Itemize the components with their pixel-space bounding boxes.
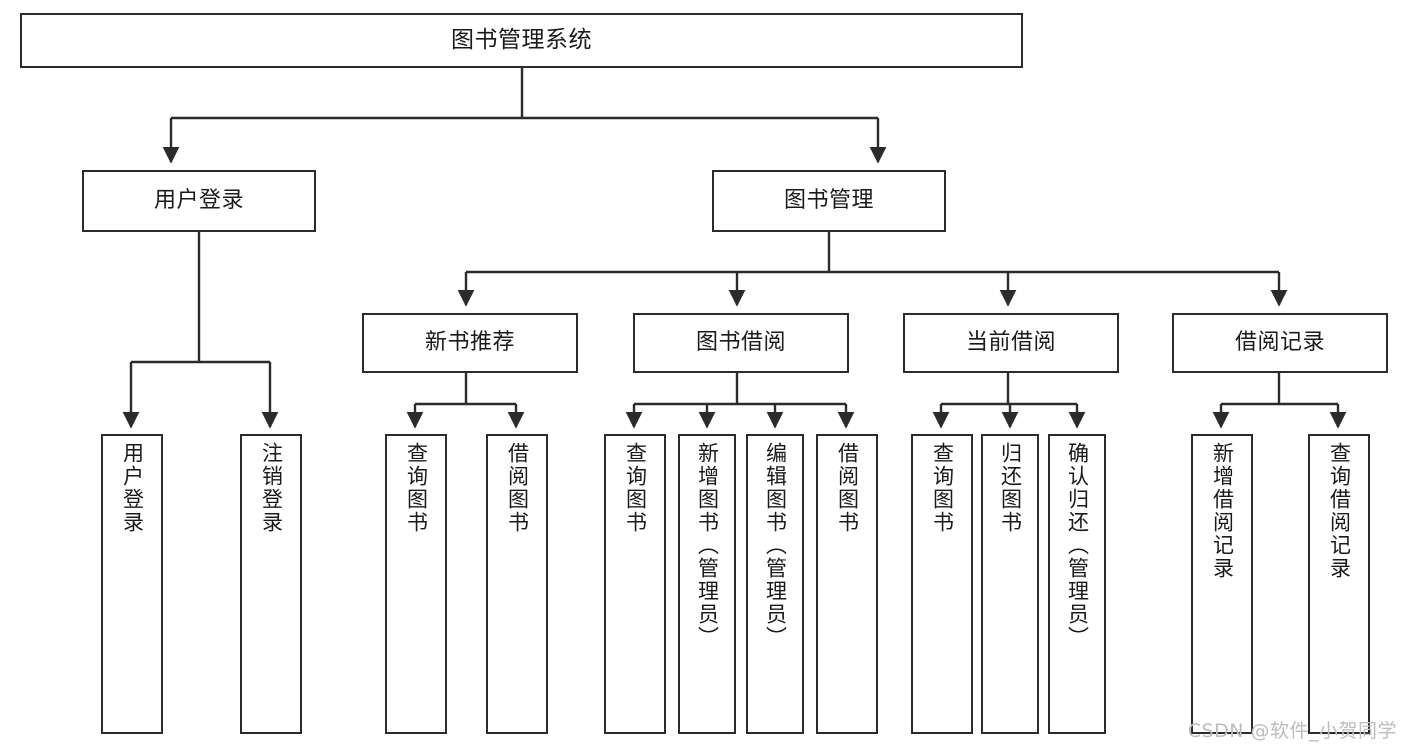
leaf-query-book-3[interactable]: 查询图书 [911,434,973,734]
node-label: 查询借阅记录 [1327,442,1352,580]
leaf-user-login[interactable]: 用户登录 [101,434,163,734]
leaf-query-book-2[interactable]: 查询图书 [604,434,666,734]
node-label: 图书管理系统 [451,26,592,53]
node-new-book-recommend[interactable]: 新书推荐 [362,313,578,373]
leaf-borrow-book-1[interactable]: 借阅图书 [486,434,548,734]
node-label: 用户登录 [120,442,145,534]
node-borrow-record[interactable]: 借阅记录 [1172,313,1388,373]
node-label: 归还图书 [998,442,1023,534]
node-current-borrow[interactable]: 当前借阅 [903,313,1119,373]
node-label: 借阅图书 [835,442,860,534]
node-label: 查询图书 [930,442,955,534]
leaf-logout-login[interactable]: 注销登录 [240,434,302,734]
node-root-book-management-system[interactable]: 图书管理系统 [20,13,1023,68]
node-user-login[interactable]: 用户登录 [82,170,316,232]
leaf-confirm-return[interactable]: 确认归还（管理员） [1048,434,1106,734]
node-label: 当前借阅 [965,329,1056,355]
node-label: 图书借阅 [695,329,786,355]
node-label: 新增图书（管理员） [695,442,720,649]
node-label: 新书推荐 [424,329,515,355]
node-label: 查询图书 [404,442,429,534]
node-label: 注销登录 [259,442,284,534]
watermark-text: CSDN @软件_小贺同学 [1187,720,1397,742]
node-label: 用户登录 [153,187,244,213]
node-book-manage[interactable]: 图书管理 [712,170,946,232]
node-label: 借阅图书 [505,442,530,534]
node-label: 图书管理 [783,187,874,213]
leaf-add-book[interactable]: 新增图书（管理员） [678,434,736,734]
node-label: 新增借阅记录 [1210,442,1235,580]
leaf-add-record[interactable]: 新增借阅记录 [1191,434,1253,734]
node-label: 编辑图书（管理员） [763,442,788,649]
node-label: 借阅记录 [1234,329,1325,355]
leaf-edit-book[interactable]: 编辑图书（管理员） [746,434,804,734]
node-label: 确认归还（管理员） [1065,442,1090,649]
node-label: 查询图书 [623,442,648,534]
leaf-query-record[interactable]: 查询借阅记录 [1308,434,1370,734]
leaf-return-book[interactable]: 归还图书 [981,434,1039,734]
leaf-borrow-book-2[interactable]: 借阅图书 [816,434,878,734]
node-book-borrow[interactable]: 图书借阅 [633,313,849,373]
leaf-query-book-1[interactable]: 查询图书 [385,434,447,734]
